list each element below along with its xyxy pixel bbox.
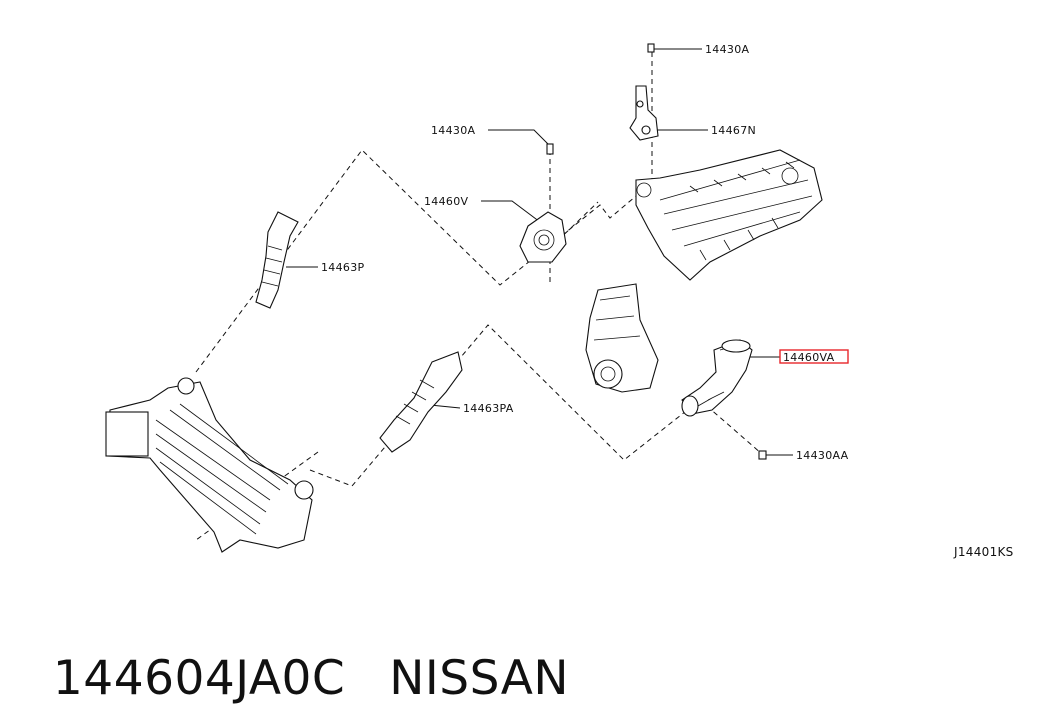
water-pump-icon: [585, 283, 659, 393]
figure-code: J14401KS: [953, 545, 1014, 559]
valve-housing-icon: [519, 211, 567, 263]
callout-label: 14430A: [705, 43, 749, 56]
intercooler-icon: [105, 377, 314, 553]
bracket-part-icon: [629, 85, 659, 141]
callout-label: 14460V: [424, 195, 468, 208]
highlight-box: [779, 349, 849, 364]
hose-14460va-icon: [681, 339, 753, 417]
brand-name: NISSAN: [389, 651, 570, 706]
callout-label: 14467N: [711, 124, 756, 137]
part-number: 144604JA0C: [52, 651, 346, 706]
callout-label: 14430A: [431, 124, 475, 137]
callout-label: 14463PA: [463, 402, 514, 415]
caption: 144604JA0C NISSAN: [22, 596, 569, 706]
cylinder-head-icon: [635, 149, 823, 281]
assembly-dashed-lines: [195, 52, 763, 541]
callout-leaders: [286, 48, 793, 456]
parts-diagram: 14430A 14467N 14430A 14460V 14463P 14460…: [105, 43, 1014, 559]
hose-upper-icon: [255, 211, 299, 309]
callout-label: 14430AA: [796, 449, 849, 462]
callout-label: 14463P: [321, 261, 364, 274]
bolt-icon: [546, 43, 767, 460]
hose-lower-icon: [379, 351, 463, 453]
callout-label-highlighted: 14460VA: [783, 351, 835, 364]
